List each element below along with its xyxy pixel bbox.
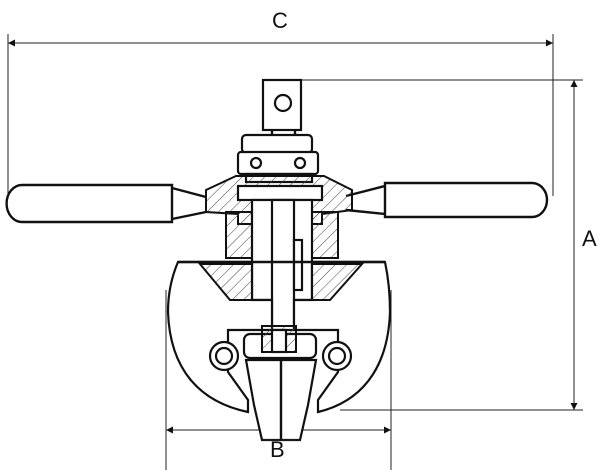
right-handle [345,181,549,219]
upper-nut [236,133,320,184]
dimension-label-c: C [272,8,288,33]
dimension-label-b: B [270,437,285,462]
central-hub [205,175,353,332]
main-body [166,260,392,414]
dimension-label-a: A [582,226,597,251]
dimension-c: C [7,8,554,196]
left-handle [5,183,207,224]
jaw-mechanism [208,325,353,442]
dimension-a: A [300,79,597,411]
top-eye [261,78,303,140]
